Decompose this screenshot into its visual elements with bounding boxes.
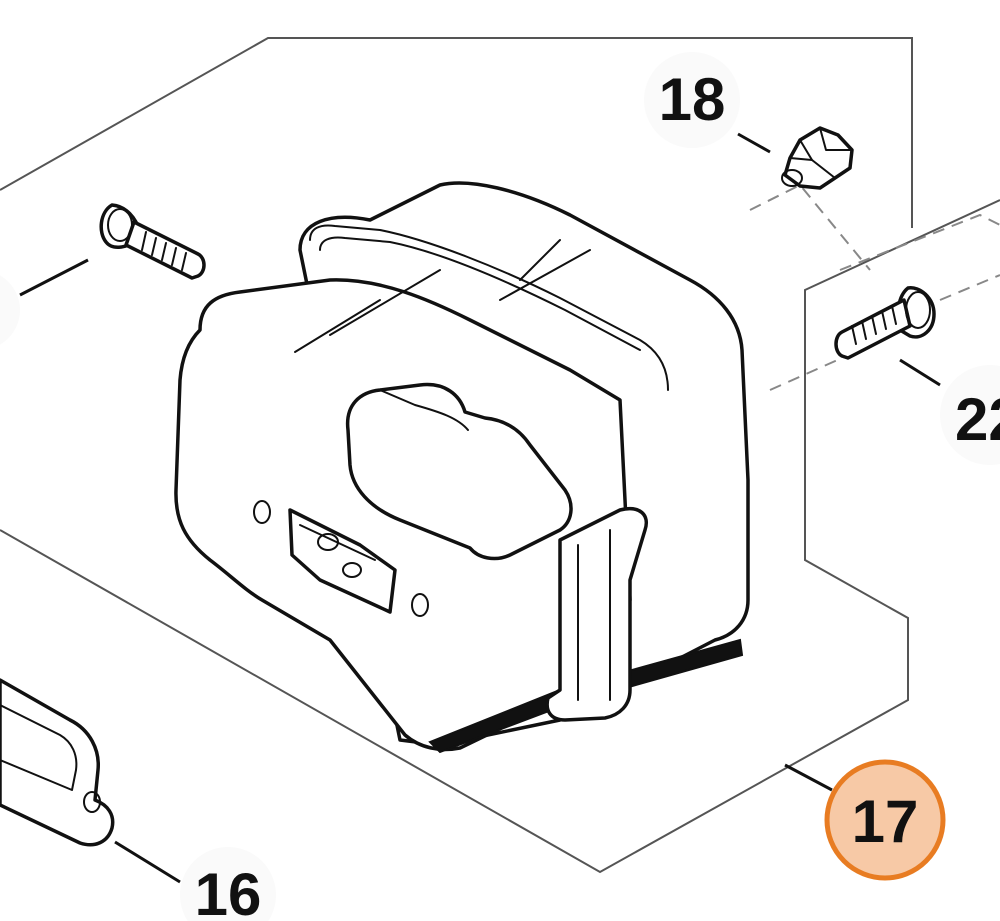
callout-22[interactable]: 22 (940, 365, 1000, 465)
gasket-part[interactable] (0, 678, 115, 847)
clip-part[interactable] (781, 126, 854, 190)
callout-16[interactable]: 16 (180, 847, 276, 921)
callout-left[interactable]: 15 (0, 270, 20, 350)
leader-lines (19, 132, 941, 884)
callout-17-highlighted[interactable]: 17 (824, 759, 946, 881)
alignment-guides (749, 183, 1000, 391)
callout-16-label: 16 (195, 861, 262, 921)
muffler-body[interactable] (174, 181, 750, 754)
callout-22-label: 22 (955, 386, 1000, 453)
screw-left[interactable] (99, 203, 206, 280)
callout-18[interactable]: 18 (644, 52, 740, 148)
screw-right[interactable] (834, 286, 936, 360)
assembly-frame (0, 37, 1000, 874)
callout-18-label: 18 (659, 66, 726, 133)
callout-17-label: 17 (852, 788, 919, 855)
